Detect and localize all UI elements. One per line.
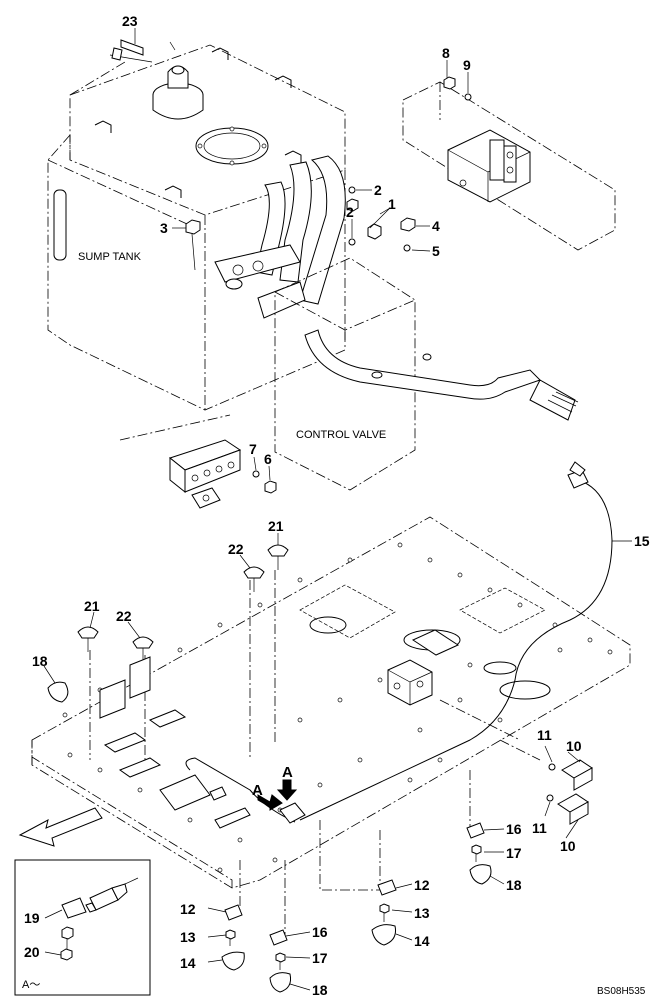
connector-23 [69, 39, 176, 96]
front-direction-arrow [18, 807, 103, 847]
callout-18-left: 18 [32, 653, 48, 669]
leader-lines [43, 28, 632, 991]
callout-3: 3 [160, 220, 168, 236]
callout-19: 19 [24, 910, 40, 926]
callout-14-left: 14 [180, 955, 196, 971]
clamp-hardware [221, 822, 492, 993]
callout-17-right: 17 [506, 845, 522, 861]
callout-12-middle: 12 [414, 877, 430, 893]
callout-7: 7 [249, 441, 257, 457]
callout-13-middle: 13 [414, 905, 430, 921]
detail-inset-title: A～ [22, 979, 40, 991]
callout-16-right: 16 [506, 821, 522, 837]
mount-bracket-assembly [402, 76, 616, 251]
callout-11-lower: 11 [532, 820, 547, 836]
plate-holes [62, 542, 613, 873]
tank-fittings [346, 186, 416, 252]
pressure-switches [546, 759, 593, 825]
callout-12-left: 12 [180, 901, 196, 917]
junction-block [119, 414, 277, 509]
drawing-code: BS08H535 [597, 986, 646, 997]
callout-6: 6 [264, 451, 272, 467]
callout-16-lower: 16 [312, 924, 328, 940]
callout-20: 20 [24, 944, 40, 960]
plate-hardware [47, 544, 289, 719]
callout-15: 15 [634, 533, 650, 549]
callout-2-upper: 2 [374, 182, 382, 198]
callout-23: 23 [122, 13, 138, 29]
callout-11-upper: 11 [537, 727, 552, 743]
control-valve-label: CONTROL VALVE [296, 429, 386, 441]
detail-marker-a-1: A [252, 782, 263, 799]
callout-10-upper: 10 [566, 738, 582, 754]
callout-10-lower: 10 [560, 838, 576, 854]
harness-15 [299, 461, 613, 821]
sump-tank [47, 44, 346, 411]
callout-21-left: 21 [84, 598, 100, 614]
callout-5: 5 [432, 243, 440, 259]
callout-18-lower: 18 [312, 982, 328, 998]
view-arrows: A A [18, 764, 298, 847]
control-valve [274, 257, 579, 491]
callout-22-left: 22 [116, 608, 132, 624]
callout-2-lower: 2 [346, 204, 354, 220]
detail-marker-a-2: A [282, 764, 293, 781]
callout-18-right: 18 [506, 877, 522, 893]
callout-9: 9 [463, 57, 471, 73]
callout-8: 8 [442, 45, 450, 61]
detail-inset-a: A～ [14, 859, 151, 996]
callout-numbers: 23 8 9 2 1 2 3 4 5 7 6 15 21 22 21 22 18… [24, 13, 650, 998]
callout-17-lower: 17 [312, 950, 328, 966]
callout-4: 4 [432, 218, 440, 234]
callout-1: 1 [388, 196, 396, 212]
callout-21-right: 21 [268, 518, 284, 534]
callout-22-right: 22 [228, 541, 244, 557]
callout-14-middle: 14 [414, 933, 430, 949]
sump-tank-label: SUMP TANK [78, 251, 142, 263]
callout-13-left: 13 [180, 929, 196, 945]
